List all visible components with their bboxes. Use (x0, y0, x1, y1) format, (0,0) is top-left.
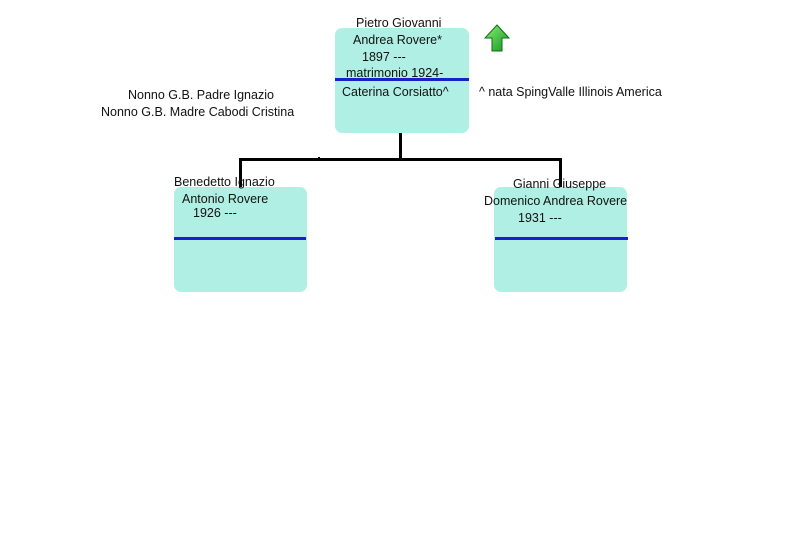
connector-dot (318, 157, 320, 159)
child2-name-line1: Gianni Giuseppe (513, 177, 607, 191)
root-marriage-divider (335, 78, 469, 81)
child2-name-line2: Domenico Andrea Rovere (484, 194, 628, 208)
root-birth: 1897 --- (362, 50, 406, 64)
child2-divider (495, 237, 628, 240)
children-horizontal-connector (239, 158, 562, 161)
child1-name-line2: Antonio Rovere (182, 192, 269, 206)
root-marriage: matrimonio 1924- (346, 66, 444, 80)
child1-divider (174, 237, 306, 240)
up-arrow-icon[interactable] (484, 24, 510, 52)
root-name-line1: Pietro Giovanni (356, 16, 442, 30)
spouse-birthplace-note: ^ nata SpingValle Illinois America (479, 85, 662, 99)
child1-name-line1: Benedetto Ignazio (174, 175, 275, 189)
paternal-grandfather-note: Nonno G.B. Padre Ignazio (128, 88, 274, 102)
child1-birth: 1926 --- (193, 206, 237, 220)
child1-connector (239, 158, 242, 187)
child2-connector (559, 158, 562, 187)
paternal-grandmother-note: Nonno G.B. Madre Cabodi Cristina (101, 105, 295, 119)
child2-birth: 1931 --- (518, 211, 562, 225)
root-descendant-connector (399, 133, 402, 160)
root-name-line2: Andrea Rovere* (353, 33, 442, 47)
root-spouse: Caterina Corsiatto^ (342, 85, 449, 99)
